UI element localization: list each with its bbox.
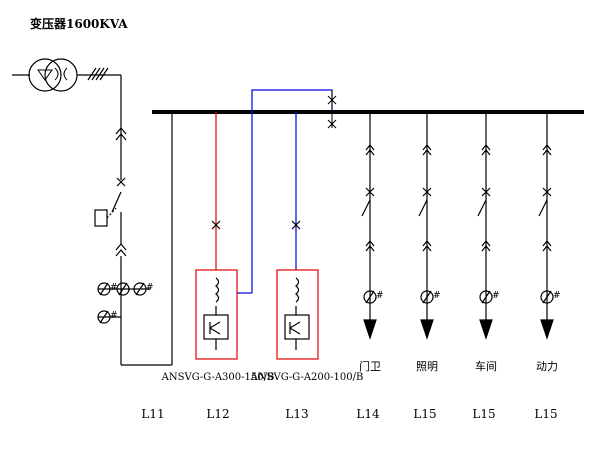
- line-id-feeder-1: L14: [356, 407, 380, 421]
- feeder-label-1: 门卫: [359, 359, 381, 373]
- svg-text:#: #: [376, 291, 384, 301]
- svg-text:#: #: [110, 283, 118, 293]
- line-id-svg-2: L13: [285, 407, 308, 421]
- svg-model-l13: ANSVG-G-A200-100/B: [250, 372, 364, 383]
- svg-unit-l13: [276, 269, 319, 360]
- svg-text:#: #: [492, 291, 500, 301]
- feeder-label-4: 动力: [536, 360, 558, 373]
- line-id-main: L11: [141, 407, 164, 421]
- line-id-feeder-4: L15: [534, 407, 557, 421]
- transformer-symbol: # # #: [12, 58, 173, 366]
- feeder-4: #: [538, 112, 561, 340]
- surge-protector-icon: [327, 90, 337, 129]
- svg-text:#: #: [553, 291, 561, 301]
- svg-text:#: #: [433, 291, 441, 301]
- line-id-feeder-2: L15: [413, 407, 436, 421]
- feeder-label-3: 车间: [475, 359, 497, 373]
- feeder-2: #: [418, 112, 441, 340]
- svg-text:#: #: [110, 311, 118, 321]
- svg-unit-l12: [195, 269, 238, 360]
- line-id-feeder-3: L15: [472, 407, 495, 421]
- line-id-svg-1: L12: [206, 407, 229, 421]
- svg-model-l12: ANSVG-G-A300-150/B: [161, 372, 275, 383]
- transformer-label: 变压器1600KVA: [30, 16, 128, 31]
- feeder-label-2: 照明: [416, 360, 438, 373]
- feeder-3: #: [477, 112, 500, 340]
- svg-wiring: [211, 89, 333, 294]
- svg-text:#: #: [146, 283, 154, 293]
- feeder-1: #: [361, 112, 384, 340]
